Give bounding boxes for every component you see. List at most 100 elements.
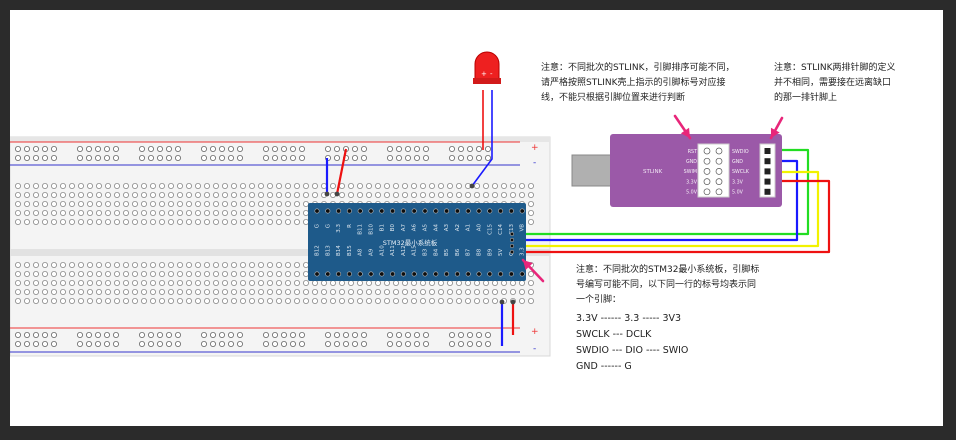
- terminal-hole: [329, 297, 336, 304]
- terminal-hole: [302, 261, 309, 268]
- stlink-header-pin: [764, 178, 771, 185]
- rail-hole: [448, 340, 455, 347]
- terminal-hole: [69, 288, 76, 295]
- terminal-hole: [482, 182, 489, 189]
- rail-hole: [395, 145, 402, 152]
- terminal-hole: [185, 200, 192, 207]
- terminal-hole: [257, 200, 264, 207]
- wire-endpoint: [499, 299, 505, 305]
- board-pin-label: A0: [477, 224, 483, 232]
- terminal-hole: [221, 279, 228, 286]
- rail-hole: [484, 145, 491, 152]
- terminal-hole: [257, 218, 264, 225]
- terminal-hole: [203, 261, 210, 268]
- terminal-hole: [230, 218, 237, 225]
- terminal-hole: [32, 191, 39, 198]
- rail-hole: [147, 154, 154, 161]
- rail-hole: [271, 154, 278, 161]
- terminal-hole: [123, 279, 130, 286]
- stm32-board: GB12GB133.3B14RB15B11A8B10A9B1A10B0A11A7…: [308, 203, 526, 281]
- board-pin-bottom: [465, 271, 471, 277]
- rail-hole: [15, 154, 21, 161]
- rail-hole: [147, 340, 154, 347]
- terminal-hole: [140, 261, 147, 268]
- terminal-hole: [248, 279, 255, 286]
- terminal-hole: [60, 261, 67, 268]
- terminal-hole: [257, 279, 264, 286]
- terminal-hole: [15, 261, 21, 268]
- terminal-hole: [167, 288, 174, 295]
- terminal-hole: [15, 297, 21, 304]
- rail-hole: [448, 331, 455, 338]
- rail-hole: [413, 340, 420, 347]
- rail-hole: [77, 145, 84, 152]
- terminal-hole: [194, 279, 201, 286]
- terminal-hole: [392, 182, 399, 189]
- terminal-hole: [491, 191, 498, 198]
- terminal-hole: [528, 297, 535, 304]
- terminal-hole: [78, 270, 85, 277]
- terminal-hole: [167, 182, 174, 189]
- terminal-hole: [51, 200, 58, 207]
- stlink-left-label: SWIM: [684, 169, 697, 175]
- rail-hole: [156, 154, 163, 161]
- terminal-hole: [401, 279, 408, 286]
- terminal-hole: [185, 270, 192, 277]
- note-line: 注意：不同批次的STM32最小系统板，引脚标: [576, 265, 760, 275]
- rail-hole: [298, 340, 305, 347]
- rail-hole: [86, 154, 93, 161]
- pin-map-row: 3.3V ------ 3.3 ----- 3V3: [576, 313, 682, 324]
- terminal-hole: [114, 288, 121, 295]
- rail-hole: [386, 340, 393, 347]
- board-pin-bottom: [314, 271, 320, 277]
- rail-hole: [23, 145, 30, 152]
- terminal-hole: [78, 288, 85, 295]
- terminal-hole: [149, 270, 156, 277]
- arrow-to-board-pins-head: [523, 260, 533, 270]
- terminal-hole: [239, 288, 246, 295]
- terminal-hole: [383, 297, 390, 304]
- rail-hole: [77, 340, 84, 347]
- terminal-hole: [23, 261, 30, 268]
- terminal-hole: [140, 209, 147, 216]
- rail-hole: [484, 331, 491, 338]
- terminal-hole: [132, 200, 139, 207]
- terminal-hole: [257, 270, 264, 277]
- rail-hole: [448, 145, 455, 152]
- board-pin-top: [454, 208, 460, 214]
- board-pin-bottom: [325, 271, 331, 277]
- terminal-hole: [132, 288, 139, 295]
- terminal-hole: [87, 209, 94, 216]
- board-pin-top: [508, 208, 514, 214]
- terminal-hole: [428, 297, 435, 304]
- rail-hole: [209, 154, 216, 161]
- terminal-hole: [230, 297, 237, 304]
- stlink-body: [610, 134, 782, 207]
- terminal-hole: [185, 218, 192, 225]
- terminal-hole: [464, 191, 471, 198]
- board-pin-top: [368, 208, 374, 214]
- terminal-hole: [78, 279, 85, 286]
- terminal-hole: [158, 261, 165, 268]
- rail-hole: [333, 145, 340, 152]
- terminal-hole: [383, 191, 390, 198]
- terminal-hole: [482, 288, 489, 295]
- stlink-pin-inner: [703, 178, 711, 185]
- terminal-hole: [464, 279, 471, 286]
- rail-hole: [174, 340, 181, 347]
- terminal-hole: [528, 191, 535, 198]
- rail-hole: [395, 154, 402, 161]
- jumper-red-3v3: [335, 148, 348, 195]
- terminal-hole: [365, 297, 372, 304]
- terminal-hole: [464, 288, 471, 295]
- board-pin-top: [346, 208, 352, 214]
- terminal-hole: [185, 297, 192, 304]
- terminal-hole: [96, 297, 103, 304]
- rail-hole: [298, 154, 305, 161]
- terminal-hole: [176, 200, 183, 207]
- terminal-hole: [248, 200, 255, 207]
- terminal-hole: [266, 218, 273, 225]
- terminal-hole: [509, 279, 516, 286]
- terminal-hole: [356, 191, 363, 198]
